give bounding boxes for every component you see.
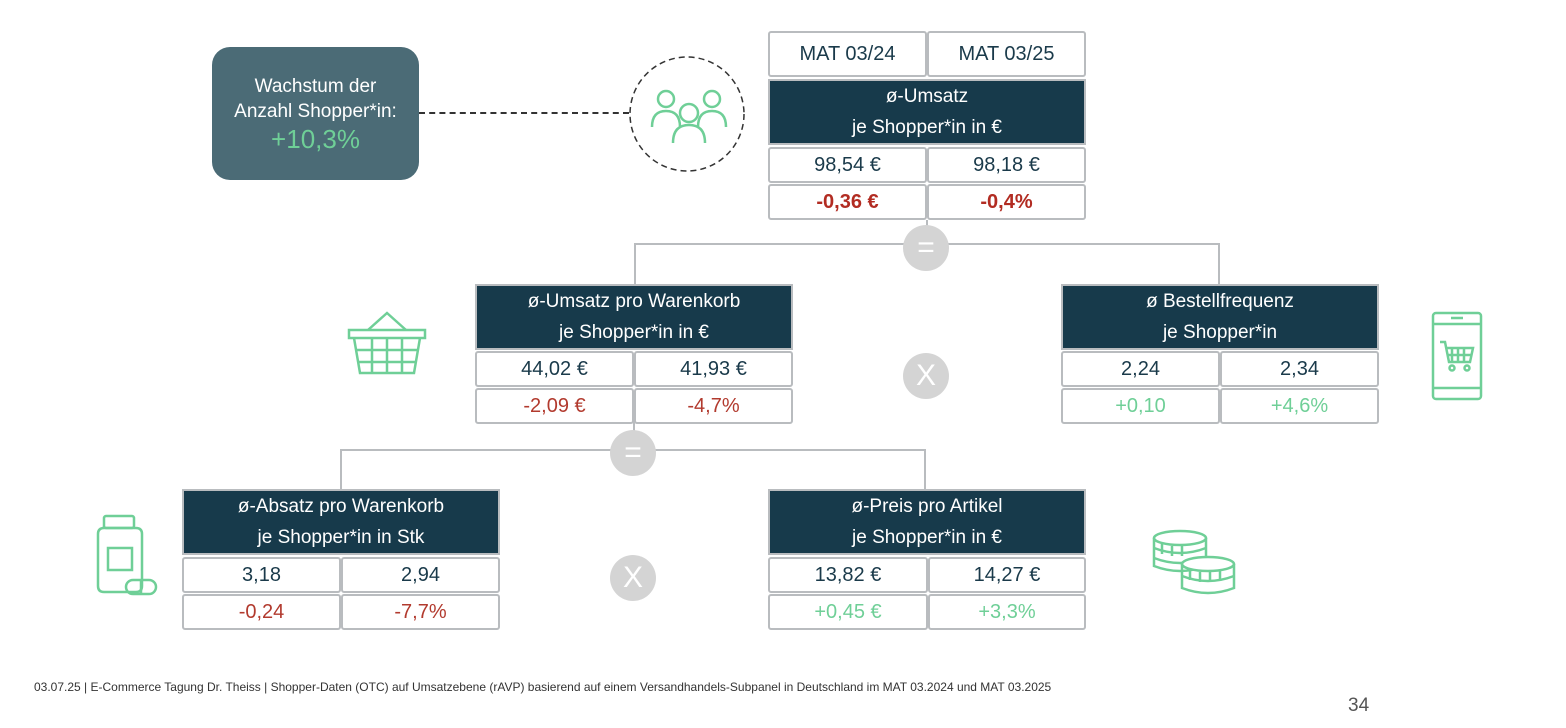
preis-header: ø-Preis pro Artikel je Shopper*in in € [768, 489, 1086, 555]
frequenz-delta-pct: +4,6% [1220, 388, 1379, 424]
warenkorb-title1: ø-Umsatz pro Warenkorb [527, 291, 741, 312]
frequenz-value-2025: 2,34 [1220, 351, 1379, 387]
warenkorb-delta-pct: -4,7% [634, 388, 793, 424]
umsatz-delta-abs: -0,36 € [768, 184, 927, 220]
frequenz-value-2024: 2,24 [1061, 351, 1220, 387]
page-number: 34 [1348, 695, 1370, 716]
basket-icon [346, 310, 428, 376]
warenkorb-value-2024: 44,02 € [475, 351, 634, 387]
warenkorb-header: ø-Umsatz pro Warenkorb je Shopper*in in … [475, 284, 793, 350]
callout-line1: Wachstum der [254, 75, 377, 97]
callout-line2: Anzahl Shopper*in: [234, 100, 397, 122]
column-header-mat-2025: MAT 03/25 [927, 31, 1086, 77]
absatz-title2: je Shopper*in in Stk [257, 527, 425, 548]
times-operator-middle: X [903, 353, 949, 399]
umsatz-value-2024: 98,54 € [768, 147, 927, 183]
absatz-delta-abs: -0,24 [182, 594, 341, 630]
footer-source: 03.07.25 | E-Commerce Tagung Dr. Theiss … [34, 680, 1052, 694]
coins-icon [1150, 528, 1240, 598]
warenkorb-delta-abs: -2,09 € [475, 388, 634, 424]
preis-delta-abs: +0,45 € [768, 594, 928, 630]
umsatz-header: ø-Umsatz je Shopper*in in € [768, 79, 1086, 145]
warenkorb-title2: je Shopper*in in € [559, 322, 709, 343]
absatz-header: ø-Absatz pro Warenkorb je Shopper*in in … [182, 489, 500, 555]
preis-value-2025: 14,27 € [928, 557, 1086, 593]
connector [1218, 243, 1220, 285]
umsatz-title1: ø-Umsatz [885, 86, 969, 107]
preis-value-2024: 13,82 € [768, 557, 928, 593]
connector [634, 243, 636, 285]
frequenz-header: ø Bestellfrequenz je Shopper*in [1061, 284, 1379, 350]
frequenz-title2: je Shopper*in [1162, 322, 1278, 343]
frequenz-delta-abs: +0,10 [1061, 388, 1220, 424]
connector [924, 449, 926, 489]
warenkorb-value-2025: 41,93 € [634, 351, 793, 387]
mobile-cart-icon [1430, 310, 1484, 402]
frequenz-title1: ø Bestellfrequenz [1146, 291, 1294, 312]
pill-bottle-icon [96, 512, 160, 596]
shoppers-icon [628, 55, 746, 173]
callout-value: +10,3% [271, 123, 360, 154]
preis-title2: je Shopper*in in € [852, 527, 1002, 548]
umsatz-delta-pct: -0,4% [927, 184, 1086, 220]
absatz-delta-pct: -7,7% [341, 594, 500, 630]
connector [340, 449, 342, 489]
column-header-mat-2024: MAT 03/24 [768, 31, 927, 77]
absatz-value-2024: 3,18 [182, 557, 341, 593]
preis-delta-pct: +3,3% [928, 594, 1086, 630]
umsatz-value-2025: 98,18 € [927, 147, 1086, 183]
shopper-growth-callout: Wachstum der Anzahl Shopper*in: +10,3% [212, 47, 419, 180]
preis-title1: ø-Preis pro Artikel [851, 496, 1003, 517]
times-operator-bottom: X [610, 555, 656, 601]
equals-operator-top: = [903, 225, 949, 271]
umsatz-title2: je Shopper*in in € [852, 117, 1002, 138]
absatz-title1: ø-Absatz pro Warenkorb [237, 496, 445, 517]
absatz-value-2025: 2,94 [341, 557, 500, 593]
equals-operator-bottom: = [610, 430, 656, 476]
dashed-connector [419, 112, 629, 114]
